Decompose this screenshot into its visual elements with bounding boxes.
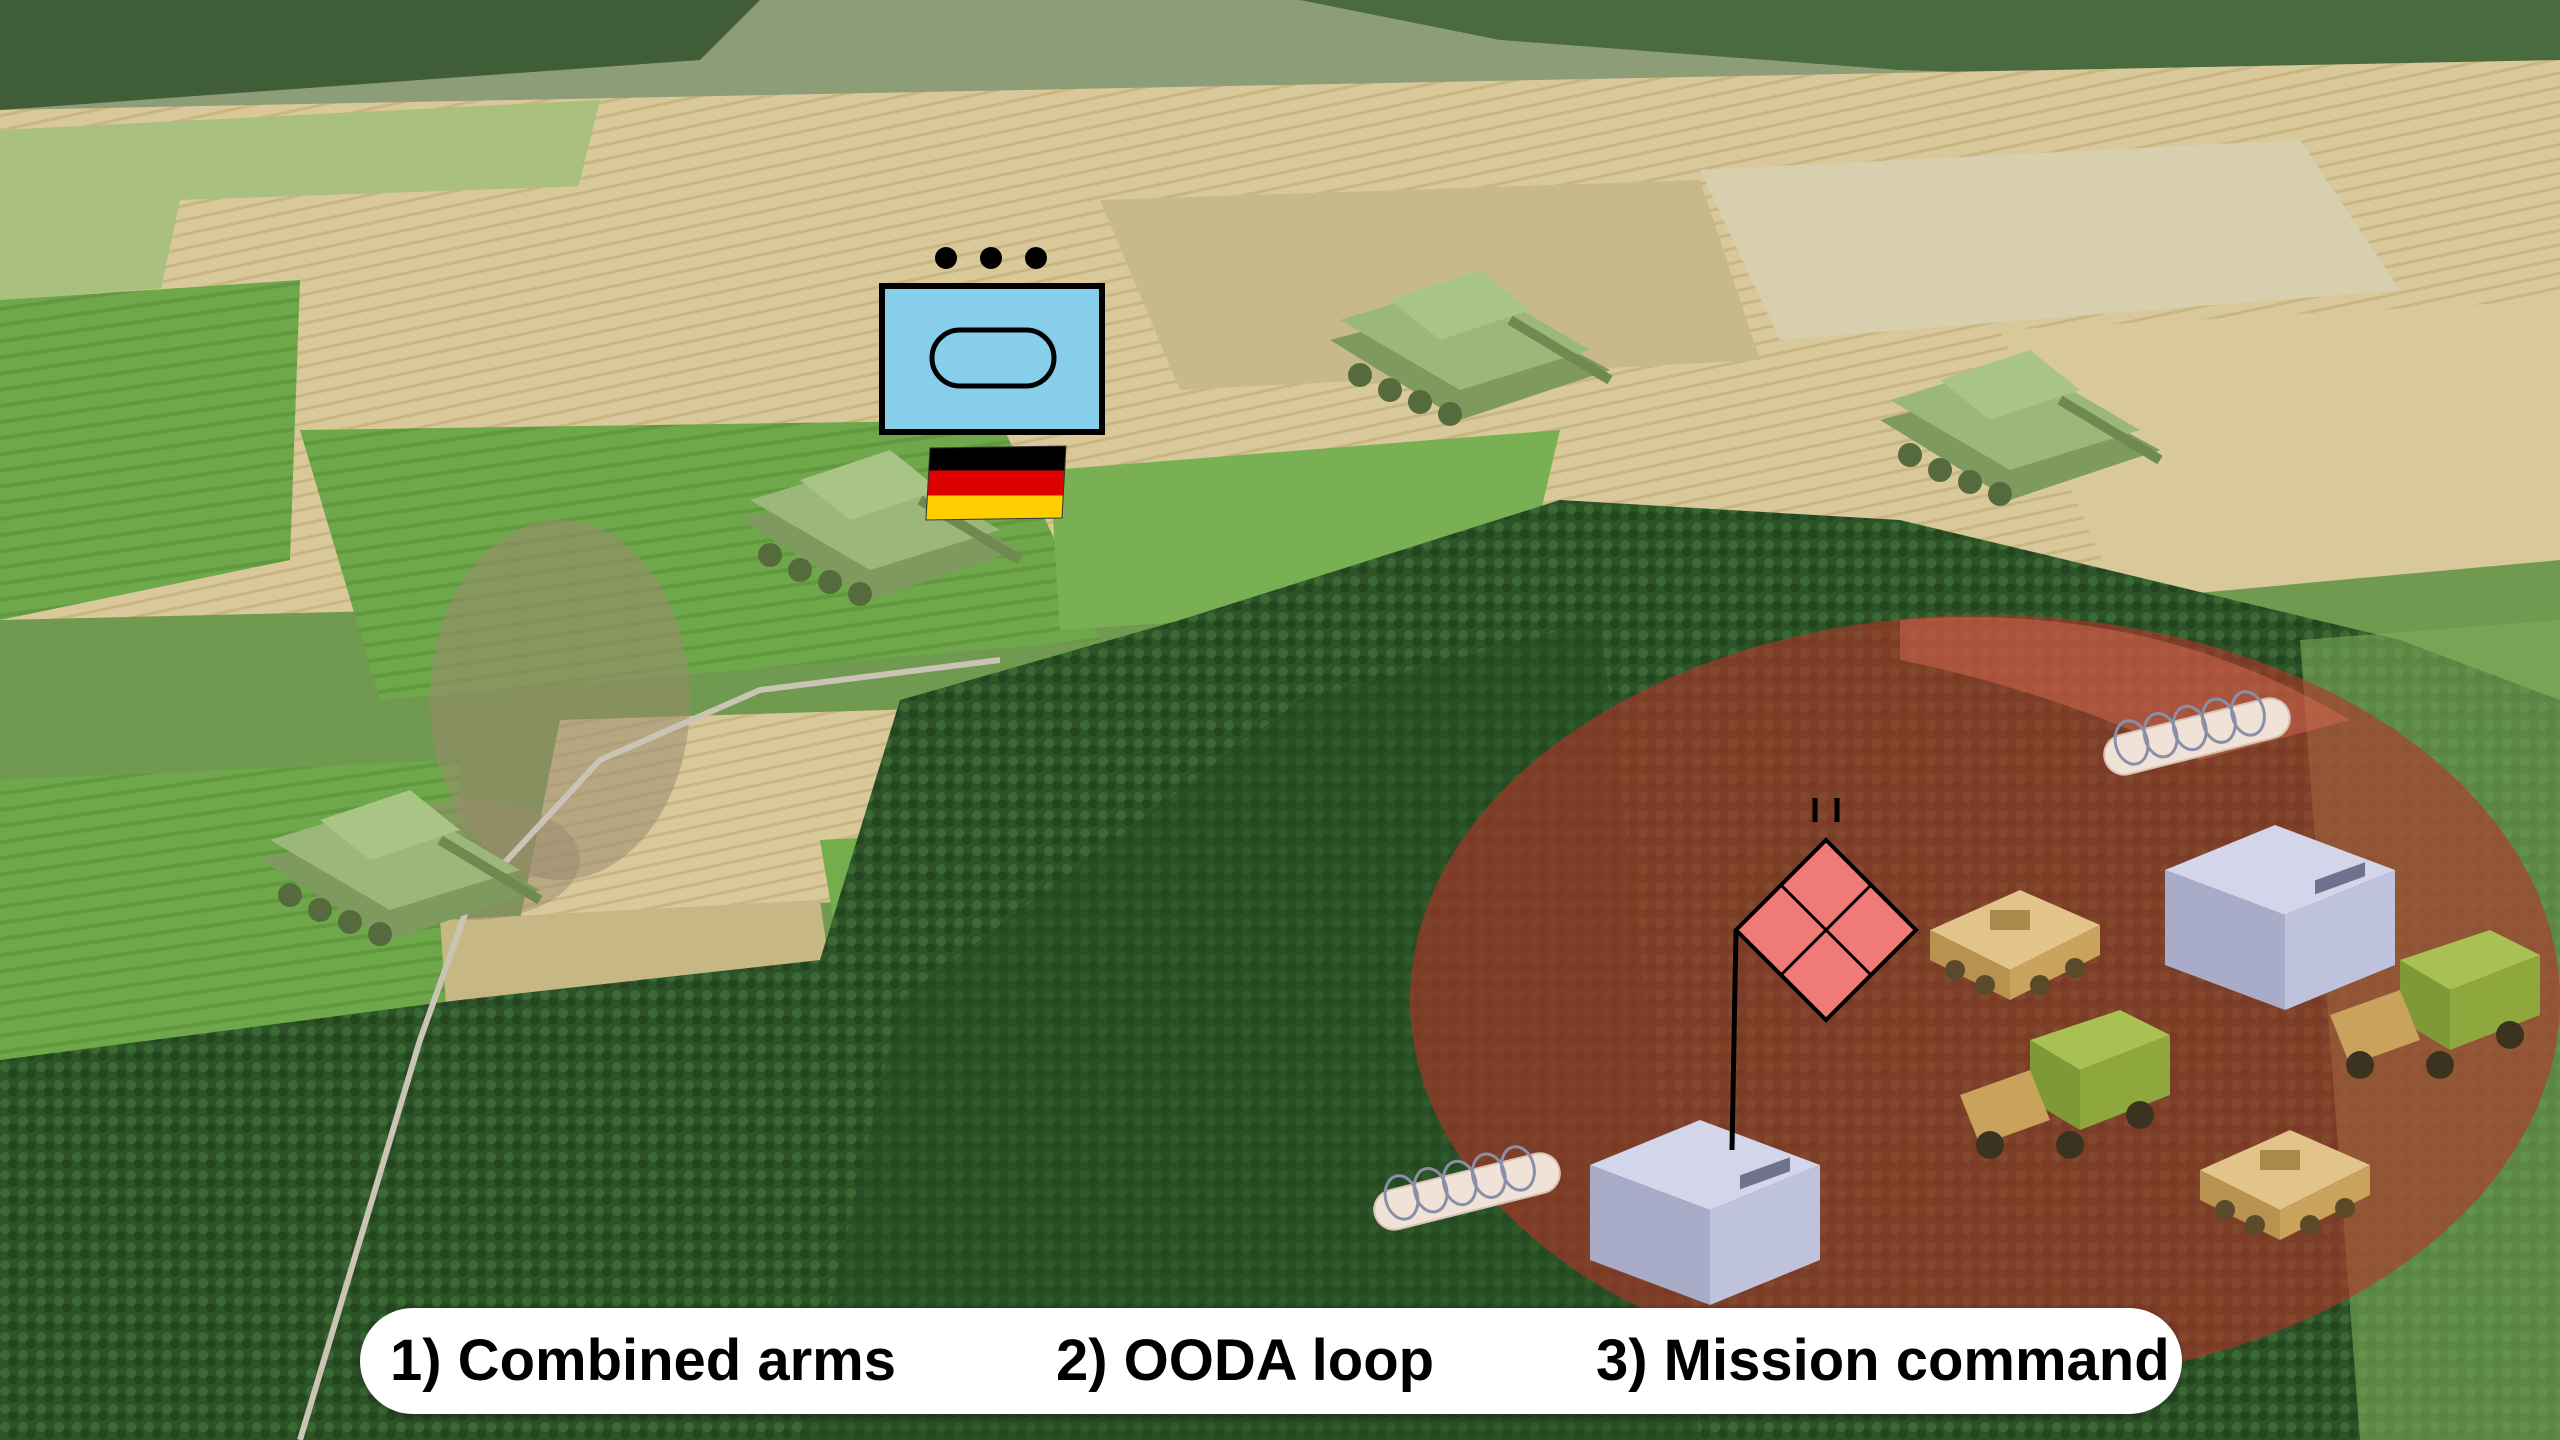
unit-size-bars	[1812, 798, 1840, 822]
combined-arms-label: 1) Combined arms	[390, 1328, 896, 1393]
bunker-icon	[1590, 1120, 1820, 1305]
tank-icon	[1330, 270, 1613, 426]
armour-oval-icon	[929, 327, 1057, 389]
ooda-loop-label: 2) OODA loop	[1056, 1328, 1435, 1393]
unit-size-dots	[935, 247, 1047, 269]
concept-caption-bar: 1) Combined arms 2) OODA loop 3) Mission…	[360, 1308, 2182, 1414]
hostile-hq-symbol	[1729, 798, 1919, 1151]
armoured-vehicle-icon	[1930, 890, 2100, 1000]
barbed-wire-icon	[1373, 1145, 1561, 1231]
mission-command-label: 3) Mission command	[1596, 1328, 2170, 1393]
armoured-vehicle-icon	[2200, 1130, 2370, 1240]
bunker-icon	[2165, 825, 2395, 1010]
tank-icon	[260, 790, 543, 946]
friendly-unit-symbol	[879, 247, 1105, 435]
germany-flag-icon	[925, 445, 1067, 521]
military-truck-icon	[1960, 1010, 2170, 1159]
military-truck-icon	[2330, 930, 2540, 1079]
tank-icon	[1880, 350, 2163, 506]
barbed-wire-icon	[2103, 690, 2291, 776]
